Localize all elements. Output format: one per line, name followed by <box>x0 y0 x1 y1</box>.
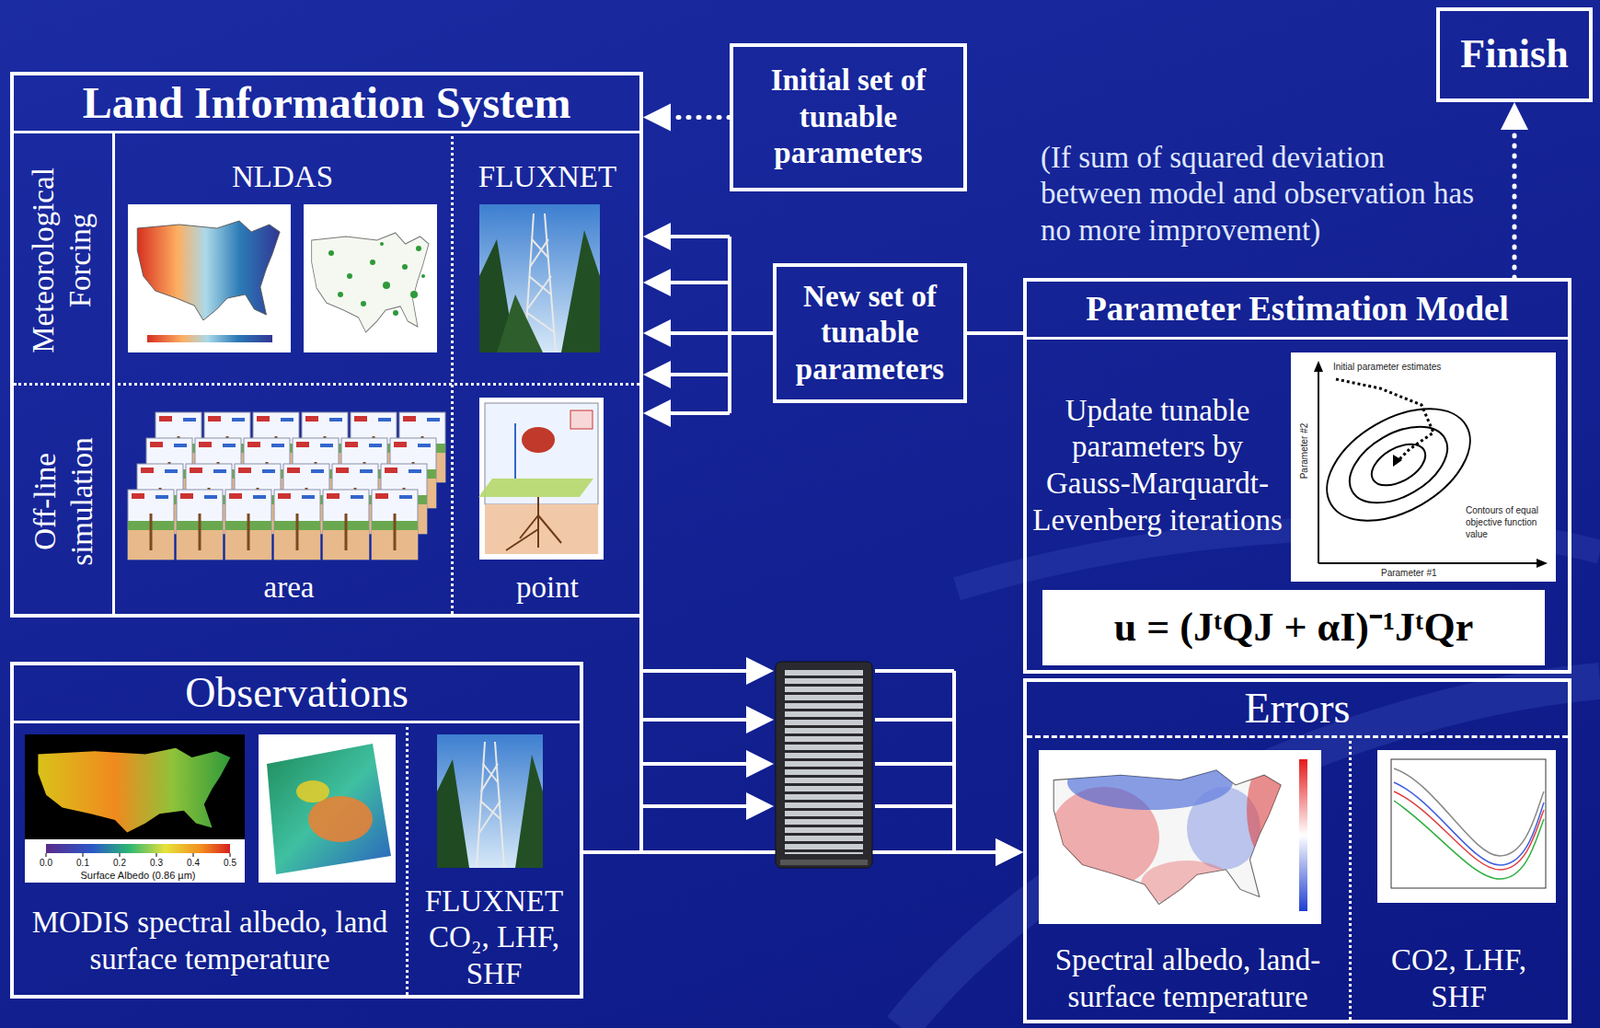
connector-stub <box>643 222 730 251</box>
box-text: Finish <box>1441 30 1588 80</box>
column-label: point <box>460 568 635 608</box>
tick-label: 0.0 <box>34 856 58 869</box>
body-text: CO2, LHF, SHF <box>1378 942 1540 1015</box>
connector <box>1500 102 1529 278</box>
body-text: Update tunable parameters by Gauss-Marqu… <box>1030 392 1285 539</box>
tick-label: 0.3 <box>145 856 168 869</box>
connector-stub <box>643 399 730 427</box>
connector-stub <box>874 763 955 765</box>
divider-line <box>405 720 409 995</box>
column-label: FLUXNET <box>460 158 635 197</box>
parameter-box: New set of tunable parameters <box>772 263 967 403</box>
axis-label: Parameter #1 <box>1380 566 1439 580</box>
box-text: Initial set of tunable parameters <box>736 62 960 173</box>
divider-line <box>450 130 454 614</box>
row-label: Off-line simulation <box>25 395 104 608</box>
divider-line <box>1026 735 1568 738</box>
divider-line <box>13 130 640 134</box>
connector-stub <box>874 851 955 853</box>
body-text: MODIS spectral albedo, land surface temp… <box>19 904 401 978</box>
condition-note: (If sum of squared deviation between mod… <box>1040 134 1492 254</box>
panel-title: Land Information System <box>13 76 640 130</box>
system-panel: Land Information System <box>10 71 644 618</box>
connector <box>643 103 730 132</box>
errors-panel: ErrorsSpectral albedo, land-surface temp… <box>1023 678 1572 1024</box>
body-text: Spectral albedo, land-surface temperatur… <box>1032 942 1344 1015</box>
tick-label: 0.4 <box>182 856 205 869</box>
connector-stub <box>954 670 956 852</box>
connector-stub <box>641 705 774 734</box>
panel-title: Parameter Estimation Model <box>1026 288 1568 330</box>
connector-stub <box>643 360 730 389</box>
formula: u = (JᵗQJ + αI)⁻¹JᵗQr <box>1046 603 1542 653</box>
model-panel: Parameter Estimation ModelUpdate tunable… <box>1023 277 1572 674</box>
panel-title: Errors <box>1026 682 1568 734</box>
chart-label: Contours of equal objective function val… <box>1464 504 1555 541</box>
divider-line <box>112 130 116 614</box>
connector-stub <box>643 268 730 297</box>
tick-label: 0.2 <box>108 856 131 869</box>
connector-stub <box>874 719 955 721</box>
column-label: NLDAS <box>127 158 438 197</box>
row-label: Meteorological Forcing <box>23 154 102 367</box>
tick-label: 0.5 <box>218 856 242 869</box>
connector-stub <box>874 805 955 807</box>
divider-line <box>1348 735 1352 1020</box>
connector-stub <box>641 749 774 778</box>
formula-box: u = (JᵗQJ + αI)⁻¹JᵗQr <box>1042 589 1545 666</box>
connector-stub <box>641 656 774 685</box>
column-label: area <box>127 568 450 608</box>
parameter-box: Initial set of tunable parameters <box>729 43 967 192</box>
chart-label: Initial parameter estimates <box>1332 360 1442 374</box>
divider-line <box>13 382 640 386</box>
axis-label: Parameter #2 <box>1298 422 1312 481</box>
connector-stub <box>729 236 731 414</box>
tick-label: 0.1 <box>71 856 94 869</box>
box-text: New set of tunable parameters <box>778 278 962 389</box>
connector-stub <box>874 670 955 672</box>
finish-box: Finish <box>1436 7 1593 103</box>
connector <box>641 617 1024 866</box>
connector-stub <box>641 792 774 820</box>
connector <box>643 319 773 347</box>
body-text: FLUXNET CO₂, LHF, SHF <box>411 883 577 993</box>
connector <box>966 333 1024 334</box>
observations-panel: ObservationsMODIS spectral albedo, land … <box>10 661 584 999</box>
divider-line <box>1026 336 1568 340</box>
divider-line <box>13 720 580 724</box>
panel-title: Observations <box>13 667 580 718</box>
colorbar-title: Surface Albedo (0.86 µm) <box>55 869 221 883</box>
